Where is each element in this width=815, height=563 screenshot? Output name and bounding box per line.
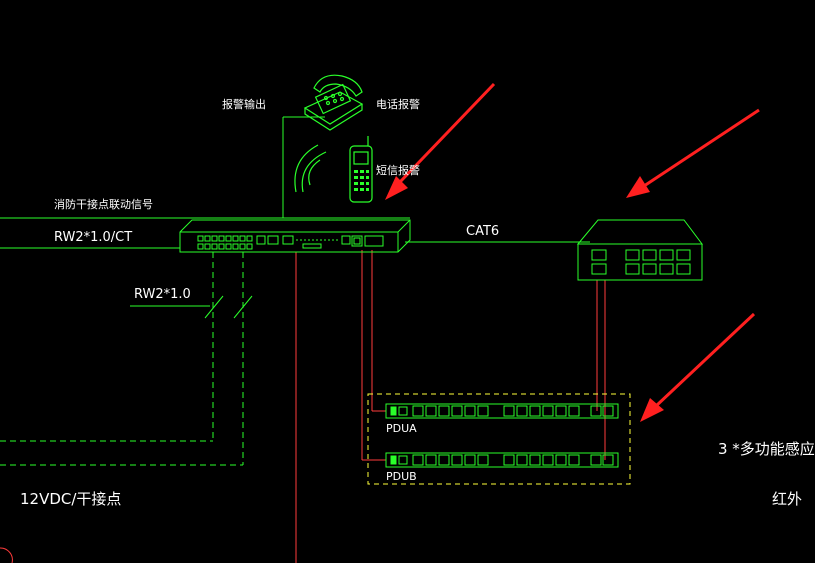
pdu-indicator [398, 406, 408, 416]
pdu-outlet [451, 405, 463, 417]
rack-port [239, 243, 246, 250]
switch-port [659, 263, 674, 275]
switch-port [642, 263, 657, 275]
sms-alarm-label: 短信报警 [376, 164, 420, 177]
arrow-switch [626, 108, 760, 198]
switch-port-group [591, 249, 691, 275]
mobile-phone-icon [349, 136, 373, 203]
switch-port [625, 263, 640, 275]
pdu-outlet [503, 454, 515, 466]
rack-port [204, 243, 211, 250]
signal-wires [0, 116, 590, 319]
pdu-b-outlets [390, 454, 614, 466]
rack-port [246, 243, 253, 250]
rack-port [218, 235, 225, 242]
rack-port [211, 235, 218, 242]
pdu-b-strip [385, 452, 619, 468]
rack-port [211, 243, 218, 250]
pdu-outlet [542, 454, 554, 466]
pdua-label: PDUA [386, 422, 417, 435]
pdu-indicator [398, 455, 408, 465]
pdu-outlet [529, 405, 541, 417]
switch-port [591, 263, 607, 275]
red-arrows [385, 82, 760, 422]
rack-port [225, 243, 232, 250]
switch-port [676, 263, 691, 275]
wireless-signal-icon [294, 144, 327, 193]
pdu-outlet [529, 454, 541, 466]
rack-port [232, 235, 239, 242]
pdu-outlet [477, 454, 489, 466]
telephone-icon [303, 74, 364, 131]
pdu-a-outlets [390, 405, 614, 417]
fire-dry-contact-label: 消防干接点联动信号 [54, 198, 153, 211]
rack-port [246, 235, 253, 242]
dashed-wires [0, 252, 244, 466]
switch-port [659, 249, 674, 261]
rack-port [232, 243, 239, 250]
pdub-label: PDUB [386, 470, 417, 483]
pdu-switch [390, 455, 397, 465]
pdu-outlet [451, 454, 463, 466]
pdu-a-strip [385, 403, 619, 419]
alarm-output-label: 报警输出 [222, 98, 266, 111]
rack-port [218, 243, 225, 250]
arrow-pdu [640, 312, 756, 422]
rack-port [225, 235, 232, 242]
pdu-outlet [477, 405, 489, 417]
cat6-label: CAT6 [466, 224, 500, 239]
pdu-outlet [516, 405, 528, 417]
pdu-outlet [516, 454, 528, 466]
rack-port [197, 243, 204, 250]
rack-monitor-unit [179, 219, 411, 253]
rack-port [239, 235, 246, 242]
rack-port [197, 235, 204, 242]
pdu-outlet [464, 405, 476, 417]
rack-port [204, 235, 211, 242]
pdu-outlet [568, 454, 580, 466]
pdu-outlet [412, 454, 424, 466]
switch-port [676, 249, 691, 261]
wiring-diagram [0, 0, 797, 563]
infrared-label: 红外 [772, 490, 803, 508]
vdc-dry-contact-label: 12VDC/干接点 [20, 490, 122, 508]
rack-port-group [197, 235, 253, 250]
network-switch [576, 219, 703, 281]
pdu-port [602, 405, 614, 417]
pdu-outlet [464, 454, 476, 466]
switch-port [591, 249, 607, 261]
rw2-ct-label: RW2*1.0/CT [54, 230, 133, 245]
power-wires [295, 250, 606, 563]
pdu-outlet [438, 405, 450, 417]
switch-port [625, 249, 640, 261]
pdu-outlet [555, 454, 567, 466]
pdu-outlet [555, 405, 567, 417]
pdu-outlet [425, 454, 437, 466]
pdu-enclosure [367, 393, 631, 485]
switch-port [642, 249, 657, 261]
pdu-port [590, 405, 602, 417]
pdu-outlet [425, 405, 437, 417]
pdu-outlet [568, 405, 580, 417]
pdu-outlet [503, 405, 515, 417]
phone-alarm-label: 电话报警 [376, 98, 420, 111]
partial-circle-mark [0, 547, 13, 563]
pdu-switch [390, 406, 397, 416]
pdu-outlet [438, 454, 450, 466]
pdu-outlet [412, 405, 424, 417]
arrow-rack [385, 82, 496, 200]
pdu-port [602, 454, 614, 466]
multi-sensor-label: 3 *多功能感应 [718, 440, 815, 458]
slash-1 [204, 295, 224, 319]
rw2-label: RW2*1.0 [134, 287, 191, 302]
pdu-outlet [542, 405, 554, 417]
pdu-port [590, 454, 602, 466]
diagram-background [0, 0, 797, 563]
